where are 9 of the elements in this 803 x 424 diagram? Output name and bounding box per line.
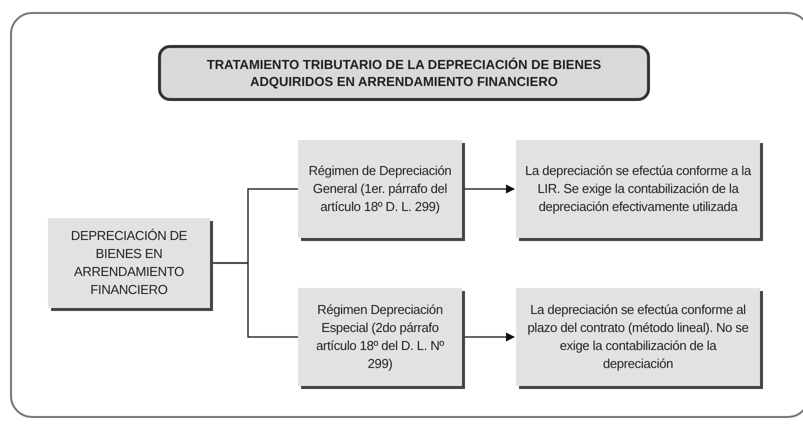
title-banner: TRATAMIENTO TRIBUTARIO DE LA DEPRECIACIÓN DE BIENES ADQUIRIDOS EN ARRENDAMIENTO FINANCIERO <box>158 45 650 101</box>
process-box: DEPRECIACIÓN DE BIENES EN ARRENDAMIENTO FINANCIERO <box>48 218 210 308</box>
process-box: La depreciación se efectúa conforme a la LIR. Se exige la contabilización de la depreciación efectivamente utilizada <box>516 140 760 238</box>
process-box: La depreciación se efectúa conforme al plazo del contrato (método lineal). No se exige la contabilización de la depreciación <box>516 288 760 386</box>
process-box: Régimen Depreciación Especial (2do párrafo artículo 18º del D. L. Nº 299) <box>298 288 462 386</box>
process-box: Régimen de Depreciación General (1er. párrafo del artículo 18º D. L. 299) <box>298 140 462 238</box>
arrow <box>462 184 515 194</box>
connector-line <box>210 262 298 338</box>
arrow <box>462 332 515 342</box>
